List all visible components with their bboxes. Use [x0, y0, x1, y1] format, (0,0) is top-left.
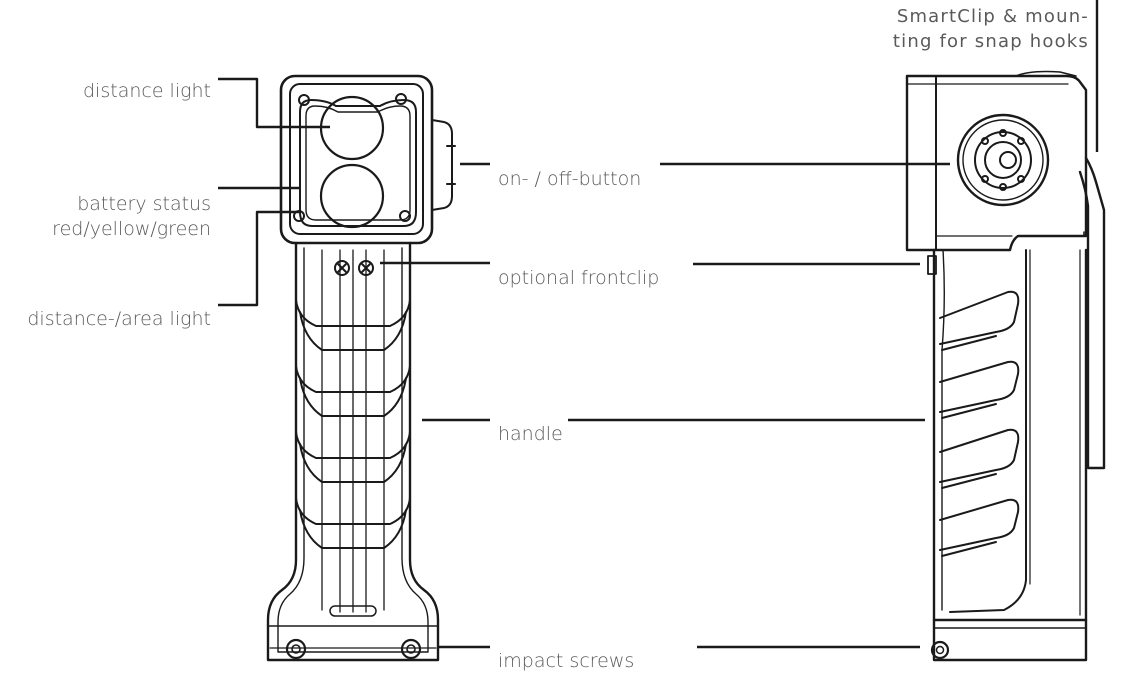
- label-smartclip-line2: ting for snap hooks: [892, 31, 1089, 52]
- label-smartclip: SmartClip & moun- ting for snap hooks: [849, 4, 1089, 54]
- side-view-device: [905, 70, 1106, 662]
- label-distance-area-light: distance-/area light: [27, 308, 211, 330]
- head-screw-tr: [395, 93, 407, 105]
- label-battery-status-line2: red/yellow/green: [52, 218, 211, 240]
- label-on-off-button: on- / off-button: [498, 168, 642, 190]
- distance-light-lens: [319, 95, 385, 161]
- side-handle-outline: [932, 248, 1088, 622]
- front-base-slot: [329, 605, 377, 617]
- side-onoff-button: [956, 113, 1050, 207]
- front-side-button: [431, 119, 453, 211]
- label-optional-frontclip: optional frontclip: [498, 267, 660, 289]
- front-lens-frame-inner: [305, 105, 411, 221]
- smartclip: [1078, 156, 1106, 470]
- front-head-inner: [289, 83, 424, 235]
- label-handle: handle: [498, 423, 563, 445]
- front-handle-inner: [277, 247, 429, 653]
- leader-distance-area-light: [218, 210, 300, 307]
- side-base: [932, 618, 1088, 662]
- side-impact-screw: [930, 640, 950, 660]
- leader-distance-light: [218, 77, 330, 129]
- impact-screw-left: [285, 638, 307, 660]
- head-screw-tl: [298, 94, 310, 106]
- front-head-outer: [279, 74, 434, 245]
- head-screw-bl: [293, 210, 305, 222]
- impact-screw-right: [400, 638, 422, 660]
- label-impact-screws: impact screws: [498, 650, 635, 672]
- head-screw-br: [399, 210, 411, 222]
- front-handle-outline: [266, 241, 440, 662]
- label-battery-status-line1: battery status: [77, 193, 211, 215]
- front-grip-ridges: [295, 299, 411, 549]
- frontclip-screw-1: [334, 260, 350, 276]
- label-distance-light: distance light: [83, 80, 211, 102]
- label-smartclip-line1: SmartClip & moun-: [896, 6, 1089, 27]
- side-grip-fins: [939, 290, 1020, 557]
- side-head-outline: [905, 74, 1088, 252]
- front-lens-frame: [299, 99, 417, 227]
- side-frontclip: [927, 255, 937, 275]
- front-view-device: [266, 74, 456, 662]
- area-light-lens: [319, 163, 385, 229]
- leader-lines: [218, 0, 1099, 649]
